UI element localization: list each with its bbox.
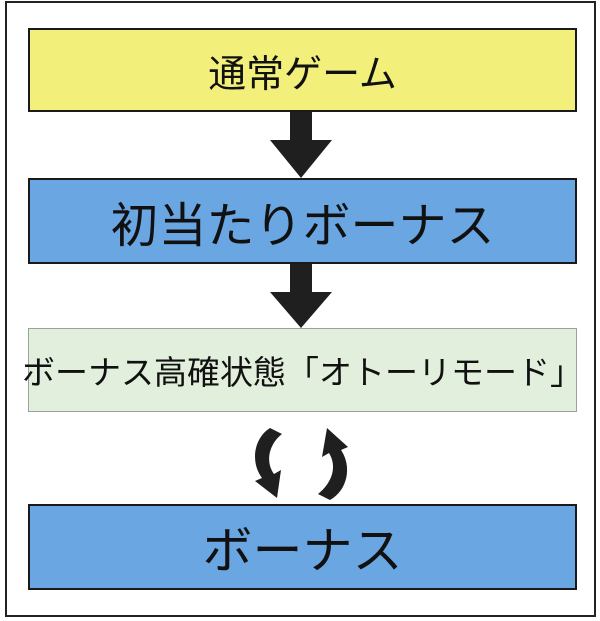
high-probability-state-box: ボーナス高確状態「オトーリモード」: [22, 328, 583, 412]
high-probability-state-label: ボーナス高確状態「オトーリモード」: [22, 353, 583, 392]
first-hit-bonus-box: 初当たりボーナス: [28, 178, 577, 264]
down-arrow-icon: [270, 264, 332, 328]
normal-game-label: 通常ゲーム: [208, 51, 397, 96]
first-hit-bonus-label: 初当たりボーナス: [110, 198, 495, 254]
curved-up-arrow-icon: [318, 428, 348, 500]
normal-game-box: 通常ゲーム: [28, 28, 577, 112]
bonus-label: ボーナス: [202, 522, 403, 580]
bonus-box: ボーナス: [28, 504, 577, 590]
down-arrow-icon: [270, 112, 332, 178]
curved-down-arrow-icon: [255, 428, 282, 498]
